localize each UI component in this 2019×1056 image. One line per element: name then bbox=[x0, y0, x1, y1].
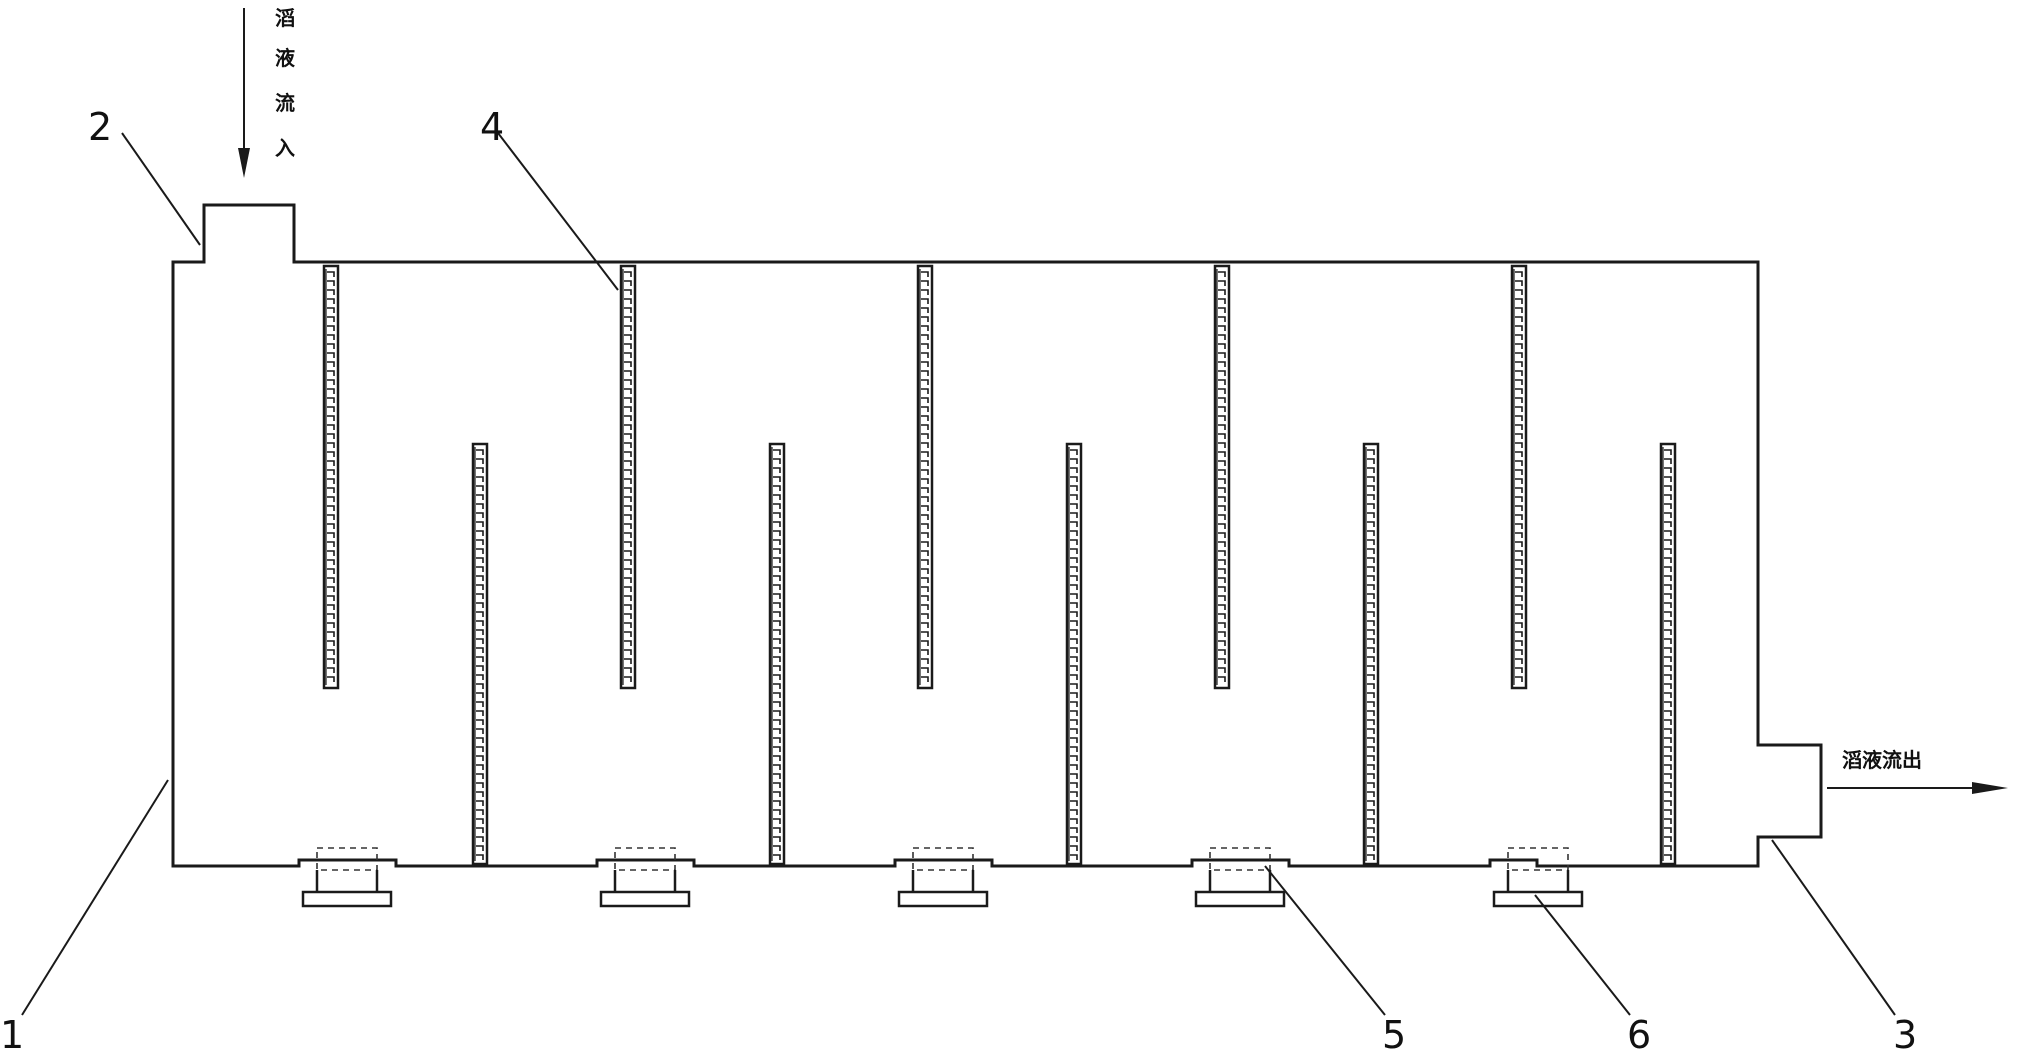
part-label-1: 1 bbox=[0, 1013, 24, 1056]
top-baffle bbox=[916, 264, 934, 690]
leader-line-5 bbox=[1264, 865, 1386, 1016]
bottom-baffle bbox=[1362, 442, 1380, 866]
leader-line-1 bbox=[21, 779, 169, 1016]
bottom-baffle bbox=[471, 442, 489, 866]
inflow-char-4: 入 bbox=[275, 136, 295, 160]
inflow-char-3: 流 bbox=[275, 91, 295, 115]
leader-line-4 bbox=[497, 132, 619, 291]
bottom-standing-baffles bbox=[471, 442, 1677, 866]
top-baffle bbox=[322, 264, 340, 690]
drain-outlet bbox=[1194, 847, 1286, 908]
inflow-char-2: 液 bbox=[275, 46, 296, 70]
drain-outlet bbox=[301, 847, 393, 908]
top-baffle bbox=[1213, 264, 1231, 690]
outflow-label: 滔液流出 bbox=[1842, 748, 1922, 772]
drain-outlet bbox=[897, 847, 989, 908]
bottom-baffle bbox=[768, 442, 786, 866]
leader-line-6 bbox=[1534, 894, 1631, 1016]
top-baffle bbox=[619, 264, 637, 690]
bottom-baffle bbox=[1065, 442, 1083, 866]
top-baffle bbox=[1510, 264, 1528, 690]
drain-outlet bbox=[599, 847, 691, 908]
top-hung-baffles bbox=[322, 264, 1528, 690]
bottom-baffle bbox=[1659, 442, 1677, 866]
inflow-arrow bbox=[238, 8, 250, 178]
leader-lines bbox=[21, 132, 1896, 1016]
leader-line-2 bbox=[121, 132, 201, 246]
outflow-arrow bbox=[1827, 782, 2008, 794]
part-label-4: 4 bbox=[480, 105, 504, 149]
part-label-6: 6 bbox=[1627, 1013, 1651, 1056]
tank-body-outline bbox=[171, 203, 1823, 868]
part-label-2: 2 bbox=[88, 105, 112, 149]
part-label-3: 3 bbox=[1893, 1013, 1917, 1056]
inflow-char-1: 滔 bbox=[275, 6, 295, 30]
drain-outlets bbox=[301, 847, 1584, 908]
part-label-5: 5 bbox=[1382, 1013, 1406, 1056]
leader-line-3 bbox=[1771, 839, 1896, 1016]
